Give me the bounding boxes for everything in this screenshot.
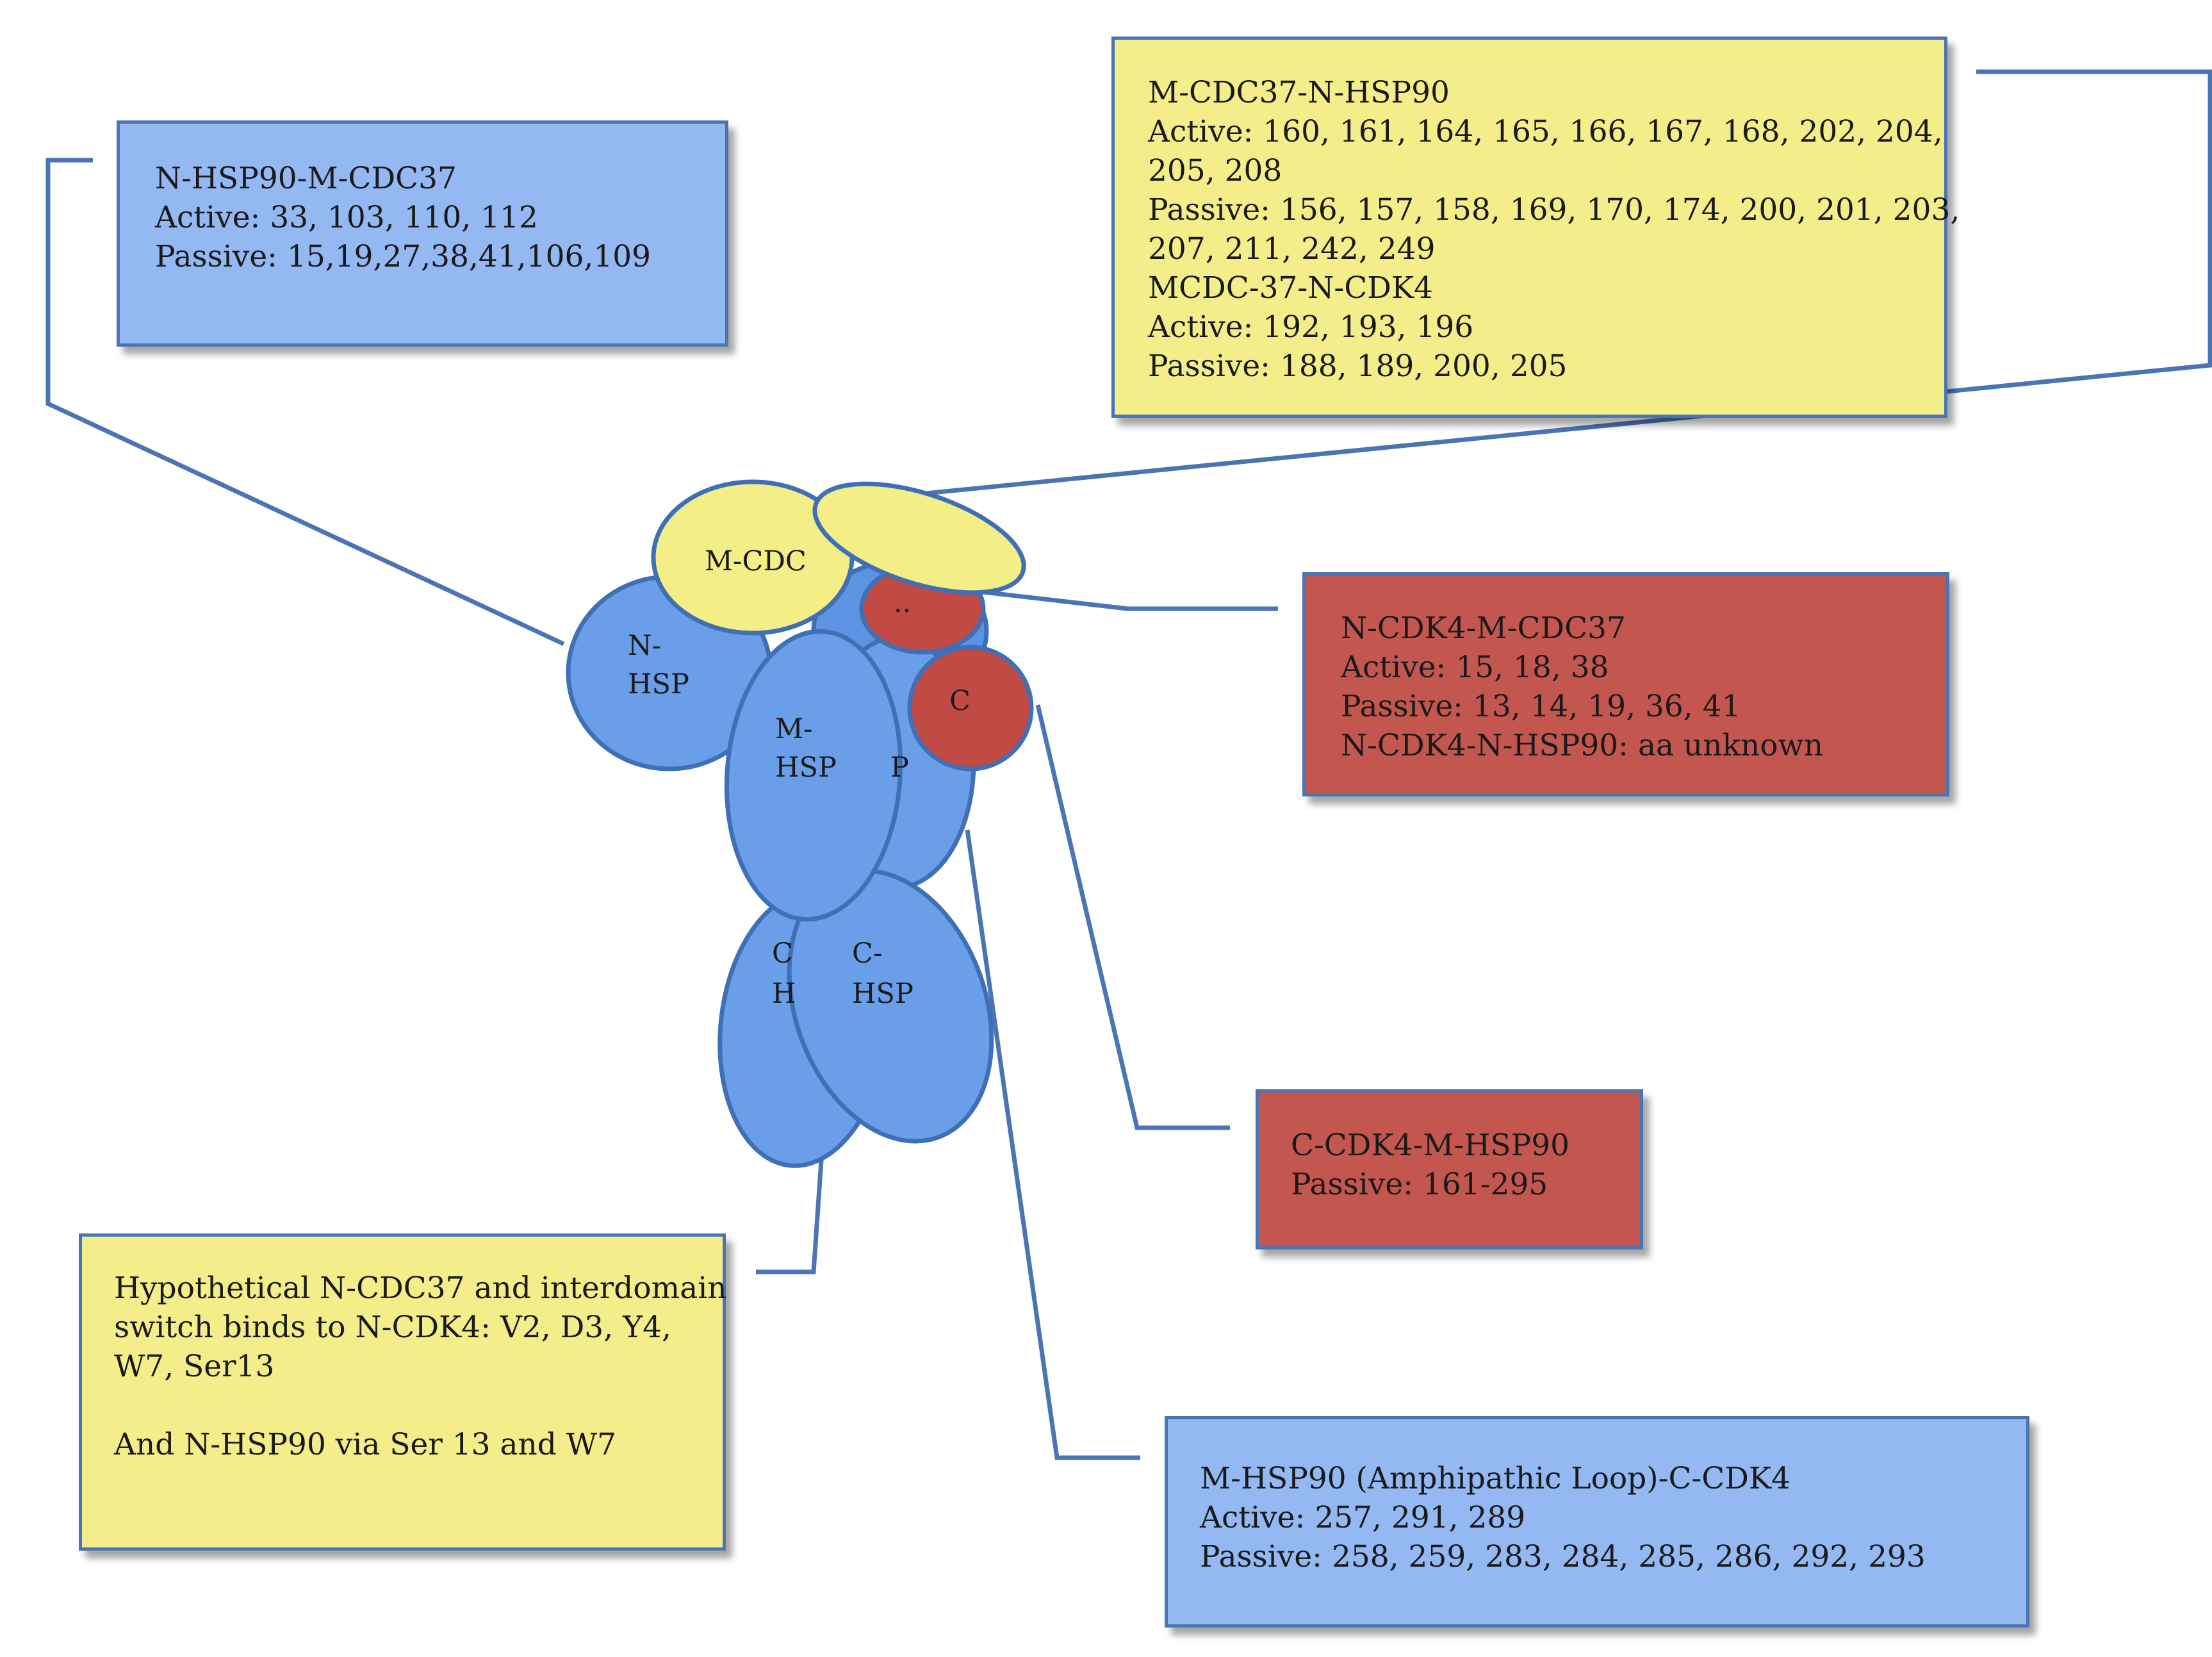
label-c-hsp-line1: C- — [852, 937, 882, 969]
box-c-cdk4-m-hsp90: C-CDK4-M-HSP90 Passive: 161-295 — [1256, 1089, 1643, 1249]
active-residues: Active: 160, 161, 164, 165, 166, 167, 16… — [1148, 114, 1943, 149]
passive-residues: Passive: 15,19,27,38,41,106,109 — [155, 239, 651, 274]
c-cdk4-domain — [907, 645, 1034, 771]
passive-residues: Passive: 161-295 — [1291, 1167, 1548, 1202]
m-hsp-domain — [724, 629, 903, 922]
label-c-hsp-back-line1: C — [772, 937, 793, 969]
label-c-hsp-line2: HSP — [852, 978, 913, 1010]
label-n-hsp-line2: HSP — [628, 668, 689, 700]
box-title: M-CDC37-N-HSP90 — [1148, 75, 1450, 110]
box-title: N-CDK4-M-CDC37 — [1341, 611, 1626, 646]
box-title: N-HSP90-M-CDC37 — [155, 161, 457, 196]
label-n-hsp-line1: N- — [628, 630, 661, 662]
protein-complex — [566, 479, 1034, 1168]
active-residues: Active: 15, 18, 38 — [1341, 650, 1609, 685]
label-m-hsp-line2: HSP — [775, 752, 837, 784]
label-c-hsp-back-line2: H — [772, 978, 796, 1010]
passive-residues-cont: 207, 211, 242, 249 — [1148, 231, 1436, 267]
active-residues: Active: 33, 103, 110, 112 — [155, 200, 538, 235]
passive-residues: Passive: 13, 14, 19, 36, 41 — [1341, 689, 1741, 724]
box-hypothetical: Hypothetical N-CDC37 and interdomain swi… — [79, 1233, 727, 1551]
label-m-hsp-line1: M- — [775, 713, 813, 745]
hypothesis-line-2: switch binds to N-CDK4: V2, D3, Y4, — [114, 1310, 671, 1345]
label-n-cdk-partial: .. — [894, 587, 911, 619]
active-residues: Active: 257, 291, 289 — [1200, 1500, 1526, 1535]
hypothesis-line-1: Hypothetical N-CDC37 and interdomain — [114, 1271, 727, 1306]
active-residues-cont: 205, 208 — [1148, 153, 1282, 188]
passive-residues-2: Passive: 188, 189, 200, 205 — [1148, 349, 1568, 384]
box-subtitle: MCDC-37-N-CDK4 — [1148, 270, 1433, 306]
connector-c-cdk4-m-hsp90 — [1035, 704, 1230, 1130]
passive-residues: Passive: 156, 157, 158, 169, 170, 174, 2… — [1148, 192, 1960, 227]
connector-m-cdc37-n-hsp90 — [925, 69, 2212, 496]
box-title: M-HSP90 (Amphipathic Loop)-C-CDK4 — [1200, 1461, 1790, 1496]
cdc-top-domain — [812, 481, 1026, 595]
passive-residues: Passive: 258, 259, 283, 284, 285, 286, 2… — [1200, 1539, 1926, 1574]
box-title: C-CDK4-M-HSP90 — [1291, 1128, 1570, 1163]
label-c-cdk: C — [949, 685, 971, 717]
box-m-hsp90-loop-c-cdk4: M-HSP90 (Amphipathic Loop)-C-CDK4 Active… — [1165, 1416, 2029, 1628]
active-residues-2: Active: 192, 193, 196 — [1148, 309, 1474, 345]
n-cdk4-n-hsp90-note: N-CDK4-N-HSP90: aa unknown — [1341, 728, 1824, 763]
spacer — [114, 1386, 703, 1425]
box-n-hsp90-m-cdc37: N-HSP90-M-CDC37 Active: 33, 103, 110, 11… — [117, 120, 728, 347]
label-m-hsp-back-partial: P — [890, 752, 909, 784]
connector-n-cdk4-m-cdc37 — [960, 587, 1278, 611]
box-n-cdk4-m-cdc37: N-CDK4-M-CDC37 Active: 15, 18, 38 Passiv… — [1302, 572, 1949, 796]
hypothesis-line-4: And N-HSP90 via Ser 13 and W7 — [114, 1427, 617, 1462]
connector-m-hsp90-loop — [965, 829, 1140, 1460]
hypothesis-line-3: W7, Ser13 — [114, 1349, 275, 1384]
box-m-cdc37-n-hsp90: M-CDC37-N-HSP90 Active: 160, 161, 164, 1… — [1111, 37, 1960, 418]
connector-n-hsp90-m-cdc37 — [45, 158, 565, 647]
domain-labels: M-CDC .. N- HSP C M- HSP P C H C- HSP — [628, 545, 971, 1010]
label-m-cdc: M-CDC — [705, 545, 807, 577]
